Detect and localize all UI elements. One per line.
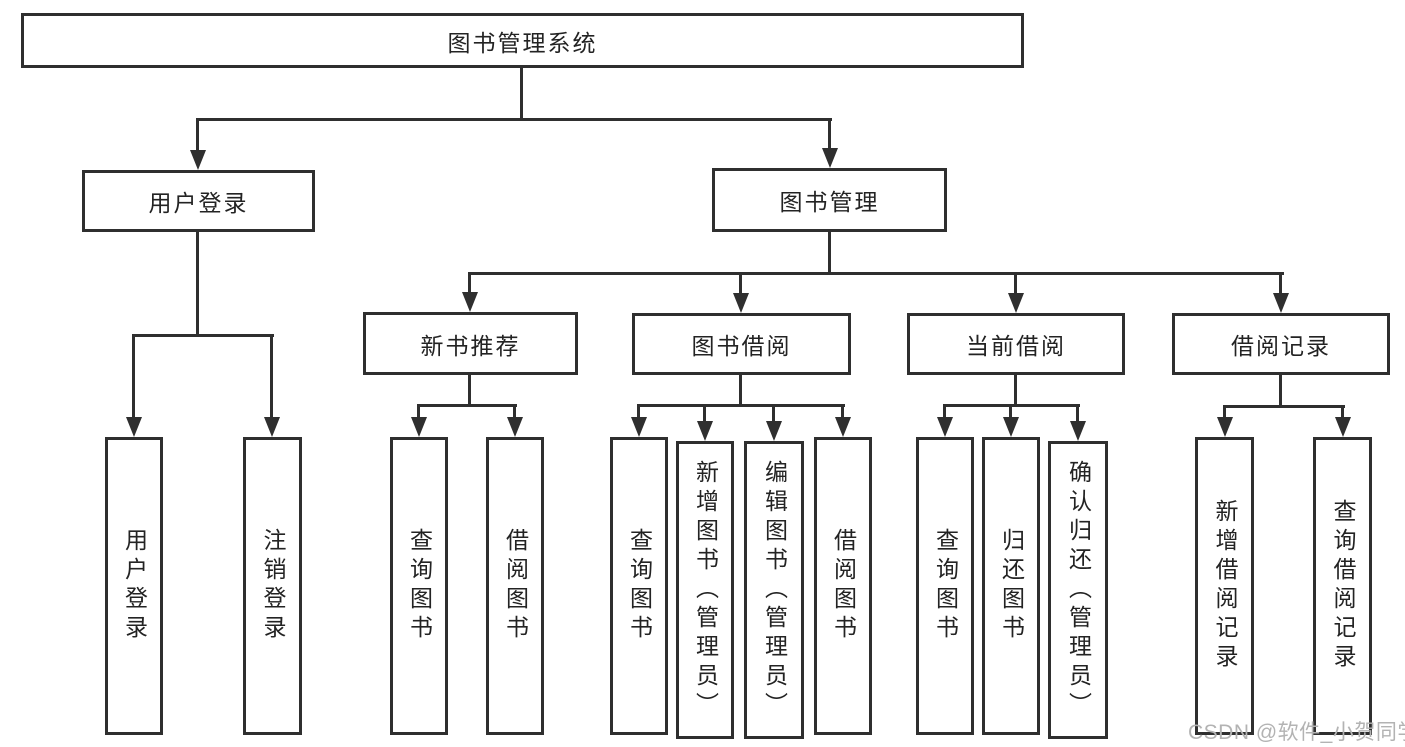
connector-line [196,118,199,154]
leaf-current-return: 归还图书 [982,437,1040,735]
connector-arrowhead [822,148,838,168]
node-current-borrow-label: 当前借阅 [966,333,1066,359]
connector-line [1279,272,1282,297]
leaf-current-confirm: 确认归还（管理员） [1048,441,1108,739]
leaf-borrow-borrow: 借阅图书 [814,437,872,735]
connector-line [270,334,273,421]
node-current-borrow: 当前借阅 [907,313,1125,375]
connector-line [1009,404,1012,421]
leaf-newbooks-borrow-label: 借阅图书 [502,528,529,644]
connector-line [417,404,420,421]
connector-line [520,68,523,119]
leaf-newbooks-borrow: 借阅图书 [486,437,544,735]
leaf-borrow-edit: 编辑图书（管理员） [744,441,804,739]
connector-line [828,232,831,273]
node-user-login-label: 用户登录 [148,190,249,216]
connector-line [468,375,471,407]
connector-line [943,404,946,421]
connector-arrowhead [1008,293,1024,313]
leaf-current-query: 查询图书 [916,437,974,735]
node-root-label: 图书管理系统 [447,29,598,56]
connector-arrowhead [264,417,280,437]
connector-arrowhead [1003,417,1019,437]
connector-line [1076,404,1079,425]
connector-line [468,272,471,297]
csdn-watermark: CSDN @软件_小贺同学 [1188,721,1405,744]
connector-arrowhead [411,417,427,437]
connector-line [637,404,640,421]
connector-line [196,118,832,121]
connector-line [417,404,517,407]
connector-arrowhead [1335,417,1351,437]
connector-arrowhead [462,292,478,312]
connector-arrowhead [126,417,142,437]
connector-arrowhead [835,417,851,437]
leaf-newbooks-query-label: 查询图书 [406,528,433,644]
node-root: 图书管理系统 [21,13,1024,68]
node-book-borrow-label: 图书借阅 [691,333,792,359]
connector-line [739,375,742,407]
node-user-login: 用户登录 [82,170,315,232]
leaf-borrow-query: 查询图书 [610,437,668,735]
node-book-mgmt: 图书管理 [712,168,947,232]
leaf-borrow-query-label: 查询图书 [626,528,653,644]
connector-arrowhead [507,417,523,437]
connector-line [1341,405,1344,421]
node-new-books-label: 新书推荐 [420,332,521,359]
connector-arrowhead [937,417,953,437]
connector-line [772,404,775,425]
leaf-logout-label: 注销登录 [260,528,286,644]
leaf-newbooks-query: 查询图书 [390,437,448,735]
connector-line [637,404,845,407]
leaf-logout: 注销登录 [243,437,302,735]
leaf-records-add-label: 新增借阅记录 [1212,499,1238,673]
connector-arrowhead [1273,293,1289,313]
leaf-borrow-add-label: 新增图书（管理员） [692,459,719,721]
leaf-user-login-label: 用户登录 [121,528,148,644]
connector-line [196,232,199,337]
connector-arrowhead [733,293,749,313]
connector-line [468,272,1284,275]
connector-arrowhead [697,421,713,441]
leaf-borrow-borrow-label: 借阅图书 [830,528,857,644]
node-new-books: 新书推荐 [363,312,578,375]
connector-line [841,404,844,421]
connector-line [132,334,274,337]
connector-line [1014,375,1017,407]
leaf-records-query-label: 查询借阅记录 [1330,499,1356,673]
leaf-current-query-label: 查询图书 [932,528,959,644]
leaf-current-confirm-label: 确认归还（管理员） [1065,459,1092,721]
leaf-borrow-add: 新增图书（管理员） [676,441,734,739]
node-borrow-records-label: 借阅记录 [1231,333,1331,359]
connector-arrowhead [631,417,647,437]
leaf-borrow-edit-label: 编辑图书（管理员） [761,459,788,721]
node-book-mgmt-label: 图书管理 [779,189,880,215]
connector-line [1223,405,1226,421]
connector-arrowhead [1217,417,1233,437]
connector-arrowhead [766,421,782,441]
connector-line [739,272,742,297]
connector-line [1014,272,1017,297]
leaf-user-login: 用户登录 [105,437,163,735]
connector-arrowhead [1070,421,1086,441]
leaf-records-add: 新增借阅记录 [1195,437,1254,735]
connector-line [132,334,135,421]
leaf-current-return-label: 归还图书 [998,528,1025,644]
leaf-records-query: 查询借阅记录 [1313,437,1372,735]
connector-line [828,118,831,152]
connector-line [703,404,706,425]
node-borrow-records: 借阅记录 [1172,313,1390,375]
connector-line [1223,405,1345,408]
connector-arrowhead [190,150,206,170]
connector-line [513,404,516,421]
connector-line [1279,375,1282,408]
node-book-borrow: 图书借阅 [632,313,851,375]
